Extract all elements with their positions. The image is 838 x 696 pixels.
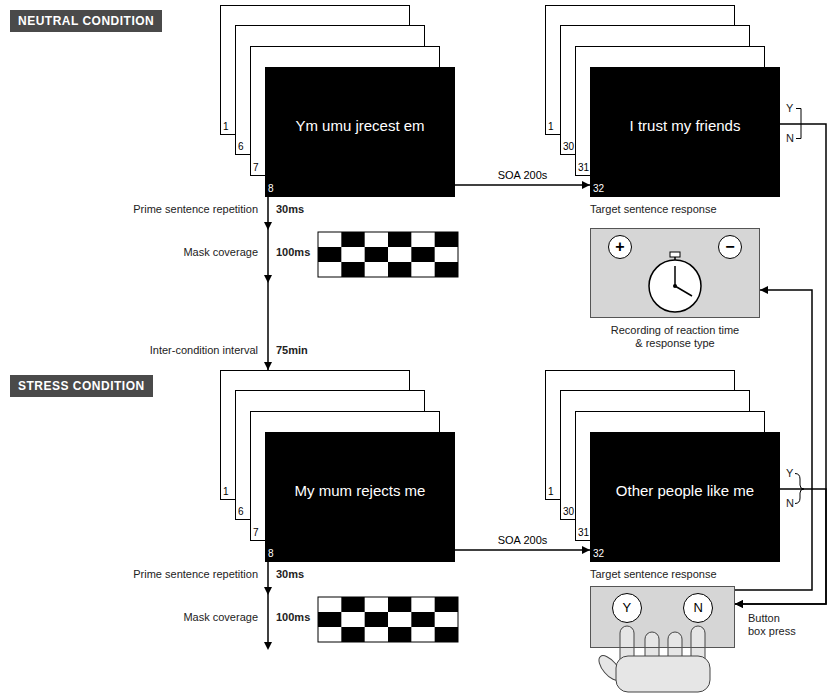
sentence-slide: Other people like me32 [590,432,780,562]
button-label: Y [612,593,642,623]
frame-number: 31 [578,162,589,173]
response-sign: − [718,235,742,259]
frame-number: 7 [253,527,259,538]
frame-number: 30 [563,141,574,152]
sentence-text: Ym umu jrecest em [268,68,452,183]
sentence-text: My mum rejects me [268,433,452,548]
timeline-line [267,562,269,648]
timer-panel: +− [590,228,760,318]
hand-palm [616,656,710,692]
response-key: Y [786,467,793,480]
stopwatch-hand [675,286,692,296]
frame-number: 1 [223,121,229,132]
frame-number: 1 [548,121,554,132]
condition-label: STRESS CONDITION [10,375,153,397]
frame-number: 30 [563,506,574,517]
sentence-text: Other people like me [593,433,777,548]
frame-number: 1 [548,486,554,497]
frame-number: 31 [578,527,589,538]
sentence-slide: My mum rejects me8 [265,432,455,562]
duration-label: 100ms [276,611,310,624]
connector [455,549,590,551]
step-label: Prime sentence repetition [58,203,258,216]
duration-label: 100ms [276,246,310,259]
frame-number: 8 [268,183,452,194]
button-box: YN [590,586,735,648]
stopwatch-crown [670,252,680,257]
caption: Button box press [748,612,799,638]
edge-label: SOA 200s [496,169,550,182]
step-label: Target sentence response [590,568,717,581]
step-label: Inter-condition interval [58,344,258,357]
step-label: Target sentence response [590,203,717,216]
step-label: Mask coverage [58,246,258,259]
duration-label: 75min [276,344,308,357]
timeline-arrowhead [264,587,272,595]
response-key: N [786,132,794,145]
response-key: N [786,497,794,510]
timer-panel-fill [590,228,760,318]
button-box-fill [590,586,735,648]
response-key: Y [786,102,793,115]
frame-number: 32 [593,183,777,194]
step-label: Prime sentence repetition [58,568,258,581]
caption: Recording of reaction time & response ty… [610,324,740,350]
duration-label: 30ms [276,568,304,581]
condition-label: NEUTRAL CONDITION [10,10,162,32]
frame-number: 7 [253,162,259,173]
mask-checkerboard [318,232,458,277]
frame-number: 32 [593,548,777,559]
sentence-slide: I trust my friends32 [590,67,780,197]
frame-number: 8 [268,548,452,559]
timeline-arrowhead [264,642,272,650]
duration-label: 30ms [276,203,304,216]
step-label: Mask coverage [58,611,258,624]
stopwatch-face [649,260,701,312]
button-label: N [683,593,713,623]
stopwatch-hand [674,266,676,286]
connector [267,197,269,370]
frame-number: 1 [223,486,229,497]
sentence-slide: Ym umu jrecest em8 [265,67,455,197]
mask-checkerboard [318,597,458,642]
connector [455,184,590,186]
condition-title: NEUTRAL CONDITION [18,14,154,28]
response-sign: + [608,235,632,259]
frame-number: 6 [238,141,244,152]
stopwatch-pivot [673,284,677,288]
condition-title: STRESS CONDITION [18,379,145,393]
edge-label: SOA 200s [496,534,550,547]
frame-number: 6 [238,506,244,517]
sentence-text: I trust my friends [593,68,777,183]
